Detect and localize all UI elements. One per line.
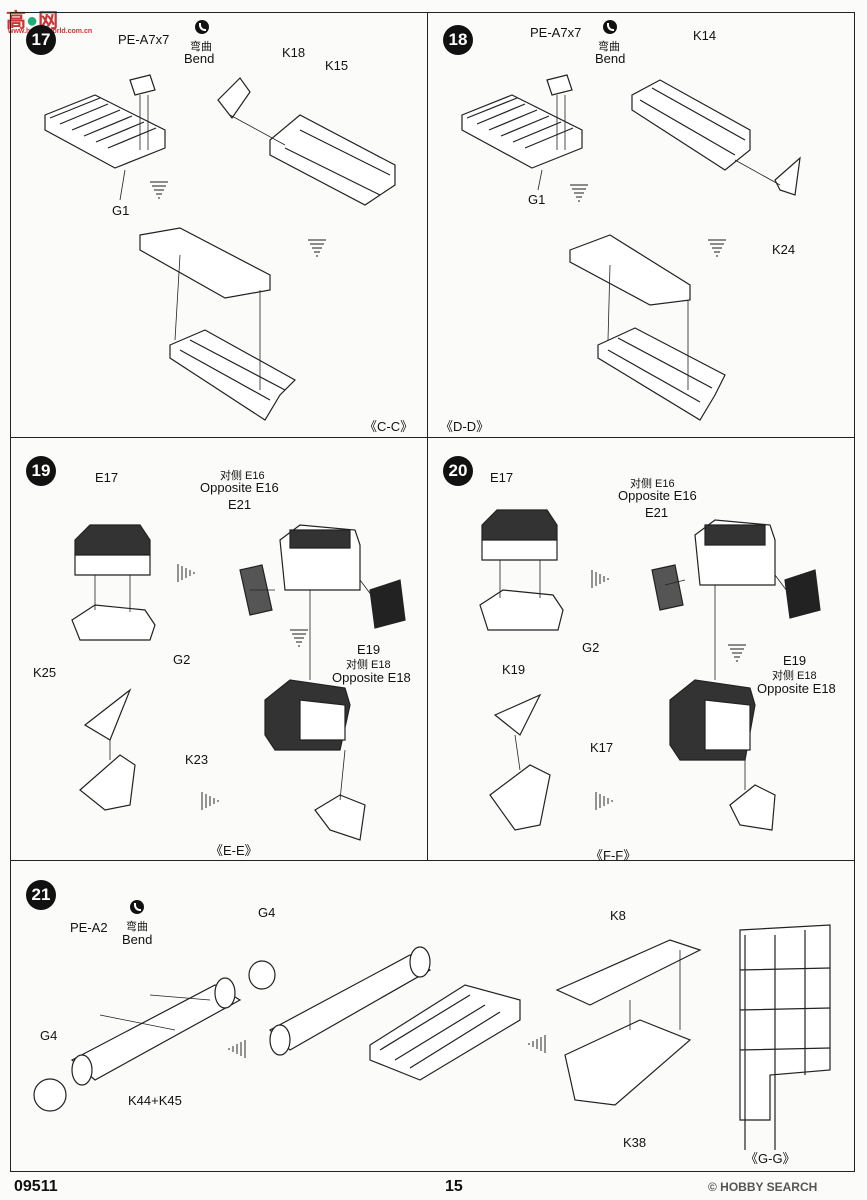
step-20-g2-label: G2 [582, 640, 600, 655]
step-19-k25-label: K25 [33, 665, 57, 680]
step-18-bend-icon [603, 20, 617, 34]
step-19-e19-label: E19 [357, 642, 381, 657]
step-17-bend-icon [195, 20, 209, 34]
step-21-pe-label: PE-A2 [70, 920, 108, 935]
step-20-opposite2-en: Opposite E18 [757, 681, 836, 696]
step-18-bend-en: Bend [595, 51, 626, 66]
step-20-k19-label: K19 [502, 662, 526, 677]
step-17-pe-label: PE-A7x7 [118, 32, 170, 47]
step-18-pe-label: PE-A7x7 [530, 25, 582, 40]
step-21-bend-cn: 弯曲 [126, 921, 148, 933]
step-18-k14-label: K14 [693, 28, 717, 43]
step-19-number: 19 [26, 456, 56, 486]
step-21-g4-label-a: G4 [40, 1028, 58, 1043]
product-code: 09511 [14, 1178, 58, 1195]
step-21-g4-label-b: G4 [258, 905, 276, 920]
step-19-caption: 《E-E》 [210, 843, 258, 858]
step-19-e17-label: E17 [95, 470, 119, 485]
step-18-g1-label: G1 [528, 192, 546, 207]
step-17-caption: 《C-C》 [364, 419, 414, 434]
step-21-panel [10, 860, 855, 1172]
step-17-k15-label: K15 [325, 58, 349, 73]
source-credit: © HOBBY SEARCH [708, 1180, 818, 1194]
step-21-bend-en: Bend [122, 932, 153, 947]
step-18-number: 18 [443, 25, 473, 55]
step-17-g1-label: G1 [112, 203, 130, 218]
step-20-caption: 《F-F》 [590, 848, 637, 863]
step-19-g2-label: G2 [173, 652, 191, 667]
step-21-number: 21 [26, 880, 56, 910]
step-19-e21-label: E21 [228, 497, 252, 512]
step-20-e17-label: E17 [490, 470, 514, 485]
step-19-opposite-en: Opposite E16 [200, 480, 279, 495]
page-number: 15 [445, 1178, 463, 1195]
step-17-k18-label: K18 [282, 45, 306, 60]
step-20-e19-label: E19 [783, 653, 807, 668]
step-21-k44-label: K44+K45 [128, 1093, 182, 1108]
step-17-bend-en: Bend [184, 51, 215, 66]
step-20-number: 20 [443, 456, 473, 486]
step-20-opposite-cn: 对侧 E16 [630, 478, 675, 490]
step-20-opposite-en: Opposite E16 [618, 488, 697, 503]
step-21-k8-label: K8 [610, 908, 626, 923]
step-20-opposite2-cn: 对侧 E18 [772, 670, 817, 682]
step-19-opposite2-cn: 对侧 E18 [346, 659, 391, 671]
step-21-bend-icon [130, 900, 144, 914]
step-17-number: 17 [26, 25, 56, 55]
step-21-caption: 《G-G》 [745, 1151, 796, 1166]
step-19-opposite-cn: 对侧 E16 [220, 470, 265, 482]
step-18-k24-label: K24 [772, 242, 796, 257]
step-20-e21-label: E21 [645, 505, 669, 520]
step-21-k38-label: K38 [623, 1135, 647, 1150]
step-19-opposite2-en: Opposite E18 [332, 670, 411, 685]
step-20-k17-label: K17 [590, 740, 614, 755]
step-18-caption: 《D-D》 [440, 419, 490, 434]
step-17-bend-cn: 弯曲 [190, 41, 212, 53]
step-18-bend-cn: 弯曲 [598, 41, 620, 53]
step-19-k23-label: K23 [185, 752, 209, 767]
